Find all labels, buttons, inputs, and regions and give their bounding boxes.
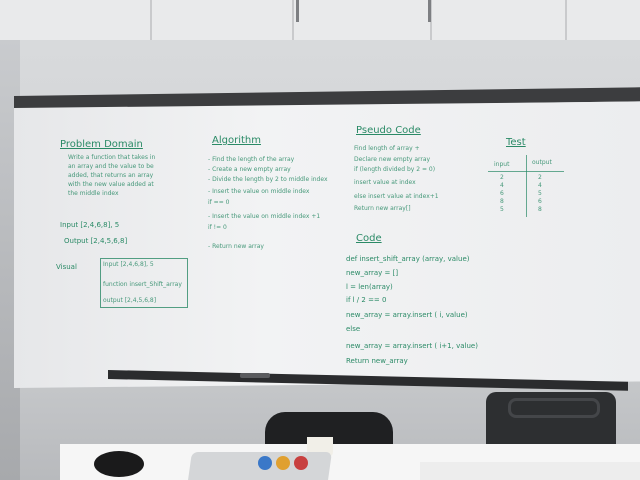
algorithm-title: Algorithm [212, 135, 261, 146]
algorithm-step: - Insert the value on middle index [208, 188, 310, 195]
algorithm-step: if == 0 [208, 199, 230, 206]
problem-domain-line: an array and the value to be [68, 163, 154, 170]
pseudo-code-line: if (length divided by 2 = 0) [354, 166, 436, 173]
algorithm-step: - Insert the value on middle index +1 [208, 213, 321, 220]
code-line: def insert_shift_array (array, value) [346, 255, 470, 263]
code-line: new_array = array.insert ( i+1, value) [346, 342, 478, 350]
problem-domain-input: Input [2,4,6,8], 5 [60, 221, 120, 229]
test-input-value: 5 [500, 206, 504, 213]
code-line: new_array = array.insert ( i, value) [346, 311, 468, 319]
laptop-sticker [276, 456, 290, 470]
algorithm-step: - Create a new empty array [208, 166, 291, 173]
code-line: l = len(array) [346, 283, 393, 291]
ceiling-vent [296, 0, 299, 22]
marker [240, 373, 270, 378]
ceiling [0, 0, 640, 42]
ceiling-vent [428, 0, 431, 22]
test-output-value: 4 [538, 182, 542, 189]
algorithm-step: - Return new array [208, 243, 264, 250]
test-input-header: input [494, 161, 510, 168]
ceiling-tile-seam [292, 0, 294, 40]
algorithm-step: - Find the length of the array [208, 156, 295, 163]
test-title: Test [506, 137, 526, 148]
problem-domain-line: the middle index [68, 190, 119, 197]
laptop-sticker [258, 456, 272, 470]
problem-domain-output: Output [2,4,5,6,8] [64, 237, 128, 245]
test-output-value: 5 [538, 190, 542, 197]
laptop-sticker [294, 456, 308, 470]
test-output-header: output [532, 159, 552, 166]
ceiling-tile-seam [430, 0, 432, 40]
pseudo-code-line: Find length of array + [354, 145, 420, 152]
problem-domain-line: with the new value added at [68, 181, 154, 188]
code-line: if l / 2 == 0 [346, 296, 387, 304]
test-output-value: 8 [538, 206, 542, 213]
visual-label: Visual [56, 263, 77, 271]
code-line: new_array = [] [346, 269, 399, 277]
test-output-value: 2 [538, 174, 542, 181]
algorithm-step: if != 0 [208, 224, 227, 231]
black-cap [94, 451, 144, 477]
pseudo-code-title: Pseudo Code [356, 125, 421, 136]
pseudo-code-line: insert value at index [354, 179, 416, 186]
ceiling-tile-seam [150, 0, 152, 40]
problem-domain-line: Write a function that takes in [68, 154, 156, 161]
visual-row: output [2,4,5,6,8] [103, 297, 157, 304]
ceiling-tile-seam [565, 0, 567, 40]
code-title: Code [356, 233, 382, 244]
pseudo-code-line: Return new array[] [354, 205, 411, 212]
test-input-value: 8 [500, 198, 504, 205]
test-input-value: 4 [500, 182, 504, 189]
backpack-handle [508, 398, 600, 418]
test-table-divider [526, 155, 527, 217]
test-input-value: 2 [500, 174, 504, 181]
algorithm-step: - Divide the length by 2 to middle index [208, 176, 328, 183]
side-table [420, 462, 640, 480]
code-line: else [346, 325, 361, 333]
code-line: Return new_array [346, 357, 408, 365]
pseudo-code-line: Declare new empty array [354, 156, 431, 163]
visual-row: Input [2,4,6,8], 5 [103, 261, 154, 268]
problem-domain-title: Problem Domain [60, 139, 143, 150]
problem-domain-line: added, that returns an array [68, 172, 154, 179]
test-output-value: 6 [538, 198, 542, 205]
visual-row: function insert_Shift_array [103, 281, 182, 288]
visual-box [100, 258, 188, 308]
test-input-value: 6 [500, 190, 504, 197]
pseudo-code-line: else insert value at index+1 [354, 193, 439, 200]
